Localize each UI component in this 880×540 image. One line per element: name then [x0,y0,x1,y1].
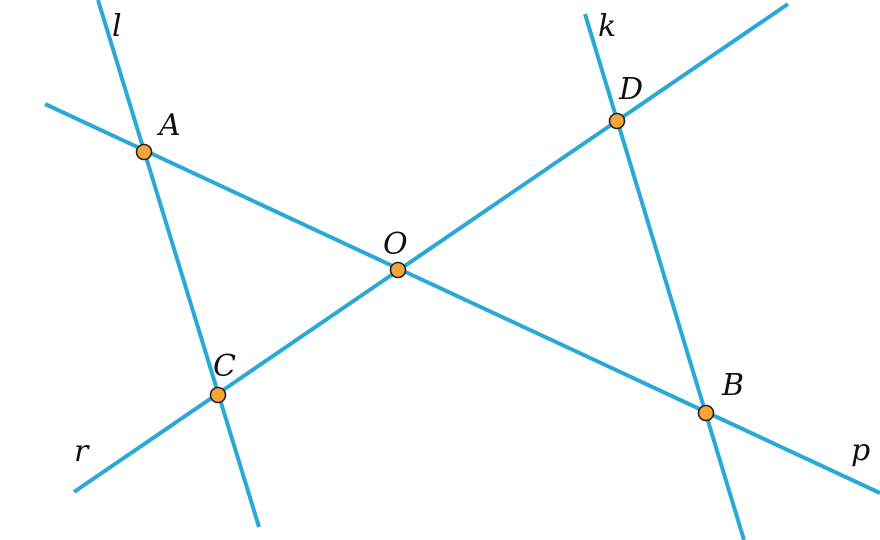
point-label-o: O [383,227,408,262]
point-c [209,386,227,404]
line-label-p: p [851,433,870,468]
line-l [96,0,261,528]
line-k [583,13,746,540]
point-b [697,404,715,422]
point-label-d: D [618,72,643,107]
point-label-a: A [156,108,181,143]
point-o [389,261,407,279]
line-label-l: l [112,9,122,44]
line-label-k: k [598,9,616,44]
point-label-c: C [213,349,236,384]
point-a [135,143,153,161]
line-p [44,102,880,495]
line-label-r: r [74,434,90,469]
point-label-b: B [721,368,744,403]
point-d [608,112,626,130]
line-r [72,2,790,494]
